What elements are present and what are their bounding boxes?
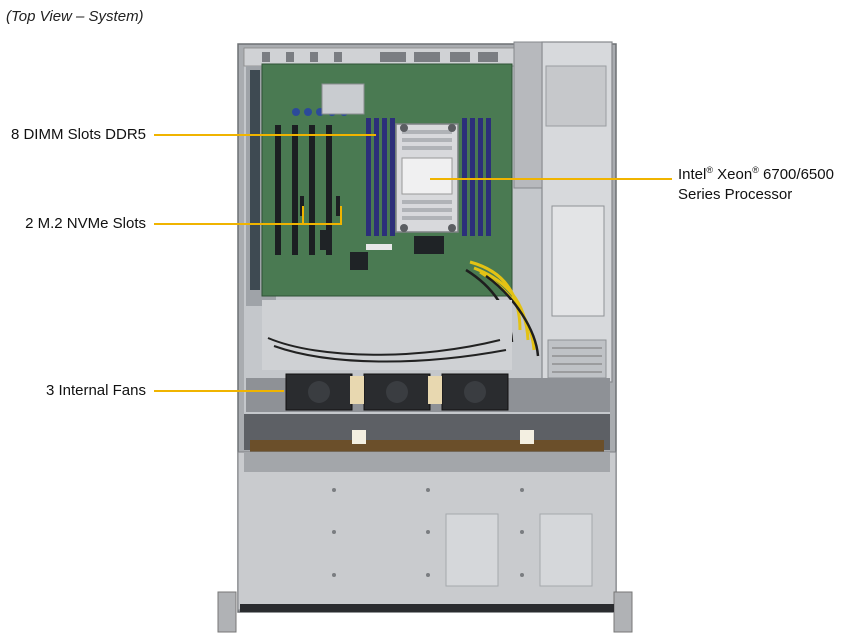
rear-io-strip [243,47,515,67]
dimm-bank-left [366,118,395,236]
callout-line-dimm [154,134,376,136]
chipset-heatsink [321,83,365,115]
callout-line-nvme-riser-b [340,206,342,225]
registered-mark: ® [706,165,713,175]
front-handle-right [613,591,633,633]
label-processor-series: Series Processor [678,186,793,203]
figure-caption: (Top View – System) [6,8,144,25]
callout-line-nvme [154,223,304,225]
label-processor-line: Xeon [717,166,753,183]
fan-row [246,373,610,412]
dimm-bank-right [462,118,491,236]
callout-line-fans [154,390,284,392]
label-processor-model: 6700/6500 [763,166,834,183]
label-dimm-slots: 8 DIMM Slots DDR5 [10,126,146,143]
callout-line-cpu [430,178,672,180]
front-handle-left [217,591,237,633]
label-processor-brand: Intel [678,166,707,183]
label-nvme-slots: 2 M.2 NVMe Slots [25,215,146,232]
registered-mark-2: ® [752,165,759,175]
label-processor: Intel® Xeon® 6700/6500 Series Processor [678,160,834,205]
callout-line-nvme-riser-a [302,206,304,225]
fan-3 [441,373,509,411]
callout-line-nvme-b [302,223,342,225]
label-internal-fans: 3 Internal Fans [45,382,146,399]
